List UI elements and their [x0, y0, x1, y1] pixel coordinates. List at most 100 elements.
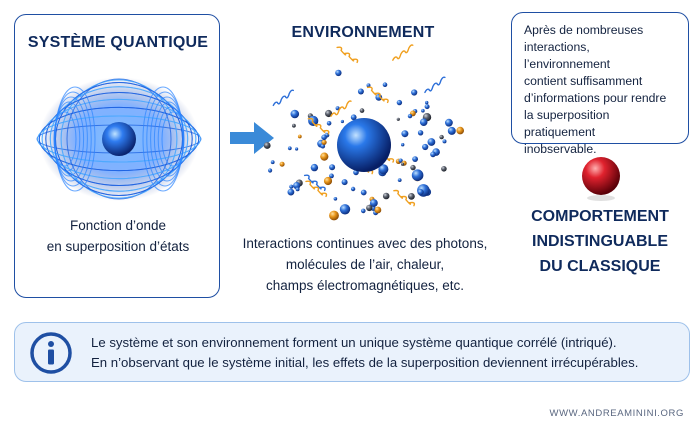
quantum-system-caption: Fonction d’onde en superposition d’états	[15, 215, 221, 257]
particle	[439, 134, 444, 140]
photon-squiggle	[307, 117, 330, 135]
particle	[290, 109, 300, 119]
particle	[456, 126, 464, 135]
environment-caption-line: Interactions continues avec des photons,	[242, 236, 488, 251]
particle	[339, 204, 351, 215]
particle	[378, 164, 389, 175]
particle	[340, 119, 344, 124]
wave-lobe	[161, 111, 185, 167]
classical-behaviour-label: COMPORTEMENT INDISTINGUABLE DU CLASSIQUE	[515, 204, 685, 279]
particles	[263, 69, 464, 221]
particle	[287, 188, 295, 196]
particle	[292, 123, 296, 128]
info-text: Le système et son environnement forment …	[91, 333, 638, 373]
photon-squiggle	[336, 46, 359, 64]
particle	[411, 169, 424, 181]
info-line: Le système et son environnement forment …	[91, 335, 617, 350]
particle	[360, 189, 367, 196]
particle	[323, 176, 333, 186]
footer-site-url[interactable]: WWW.ANDREAMININI.ORG	[549, 408, 684, 419]
particle	[297, 134, 302, 139]
particle	[417, 189, 424, 196]
particle	[350, 186, 356, 192]
photon-squiggle	[305, 180, 328, 198]
arrow-right-icon	[230, 122, 274, 154]
photon-squiggle	[303, 174, 326, 192]
particle	[279, 161, 285, 167]
classic-label-line: INDISTINGUABLE	[532, 233, 668, 250]
particle	[289, 184, 294, 189]
photon-squiggle	[392, 44, 414, 61]
quantum-system-title: SYSTÈME QUANTIQUE	[27, 34, 209, 51]
particle	[329, 173, 334, 179]
particle	[411, 89, 418, 96]
particle	[401, 143, 405, 147]
note-line: inobservable.	[524, 142, 597, 156]
quantum-caption-line: Fonction d’onde	[69, 218, 167, 233]
particle	[287, 146, 292, 151]
particle	[295, 147, 299, 151]
particle	[424, 104, 430, 110]
particle	[359, 108, 365, 113]
particle	[370, 199, 378, 207]
particle	[329, 210, 339, 221]
particle	[326, 121, 332, 126]
wave-ring	[37, 115, 201, 163]
environment-particles-illustration	[263, 44, 464, 221]
particle	[396, 117, 400, 121]
photon-squiggle	[272, 89, 294, 107]
note-line: interactions, l’environnement	[524, 40, 611, 71]
wave-ring	[45, 92, 193, 186]
particle	[382, 82, 388, 87]
particle	[447, 126, 456, 135]
particle	[445, 118, 453, 127]
classical-ball-icon	[582, 157, 620, 201]
photon-squiggle	[393, 189, 416, 207]
central-system-sphere	[337, 118, 391, 172]
particle	[422, 143, 429, 151]
particle	[295, 187, 300, 192]
particle	[427, 138, 436, 146]
environment-caption-line: molécules de l’air, chaleur,	[285, 257, 445, 272]
particle	[325, 109, 333, 118]
particle	[419, 118, 428, 126]
particle	[410, 164, 416, 171]
particle	[401, 162, 405, 166]
particle	[430, 151, 436, 158]
classic-label-line: DU CLASSIQUE	[539, 258, 661, 275]
particle	[361, 208, 366, 214]
particle	[412, 156, 418, 162]
particle	[366, 83, 371, 88]
photon-squiggle	[330, 100, 352, 117]
quantum-system-card: SYSTÈME QUANTIQUE Fonction d’onde en sup…	[14, 14, 220, 298]
particle	[321, 134, 327, 141]
environment-caption-line: champs électromagnétiques, etc.	[265, 278, 465, 293]
environment-title: ENVIRONNEMENT	[291, 24, 435, 41]
particle	[401, 130, 409, 138]
particle	[341, 179, 348, 186]
particle	[268, 168, 273, 173]
note-line: contient suffisamment	[524, 74, 643, 88]
particle	[335, 106, 340, 111]
info-line: En n’observant que le système initial, l…	[91, 355, 639, 370]
particle	[366, 204, 373, 212]
particle	[382, 192, 390, 200]
note-line: la superposition pratiquement	[524, 108, 610, 139]
particle	[263, 142, 271, 149]
particle	[417, 130, 424, 136]
wave-ring	[49, 86, 189, 192]
wave-ring	[60, 79, 178, 199]
particle	[270, 160, 275, 165]
particle	[408, 193, 415, 200]
classic-label-line: COMPORTEMENT	[531, 208, 669, 225]
particle	[357, 88, 364, 95]
particle	[333, 197, 338, 201]
particle	[320, 152, 329, 161]
particle	[396, 99, 403, 106]
particle	[421, 108, 425, 113]
particle	[321, 139, 327, 145]
photon-squiggle	[424, 76, 446, 94]
particle	[350, 114, 357, 121]
note-line: Après de nombreuses	[524, 23, 644, 37]
particle	[397, 178, 402, 183]
